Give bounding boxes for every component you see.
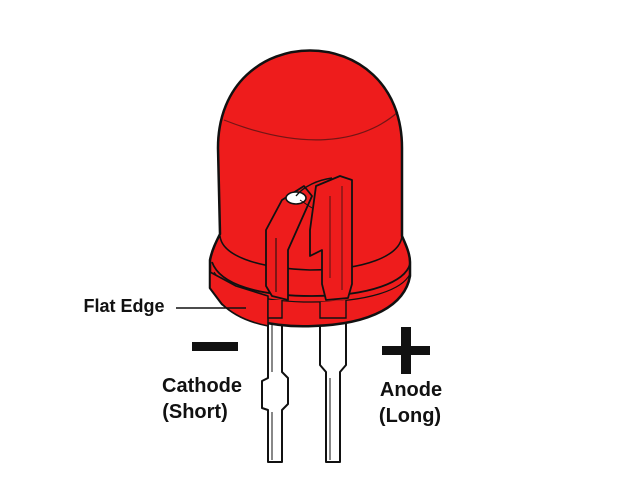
cathode-length-label: (Short) [162, 401, 228, 423]
anode-length-label: (Long) [379, 405, 441, 427]
cathode-lead [261, 311, 289, 463]
anode-lead [319, 315, 347, 463]
cathode-label: Cathode [162, 375, 242, 397]
led-body [208, 49, 412, 328]
minus-sign [192, 342, 238, 351]
anode-label: Anode [380, 379, 442, 401]
plus-sign [382, 327, 430, 374]
flat-edge-label: Flat Edge [83, 296, 164, 316]
